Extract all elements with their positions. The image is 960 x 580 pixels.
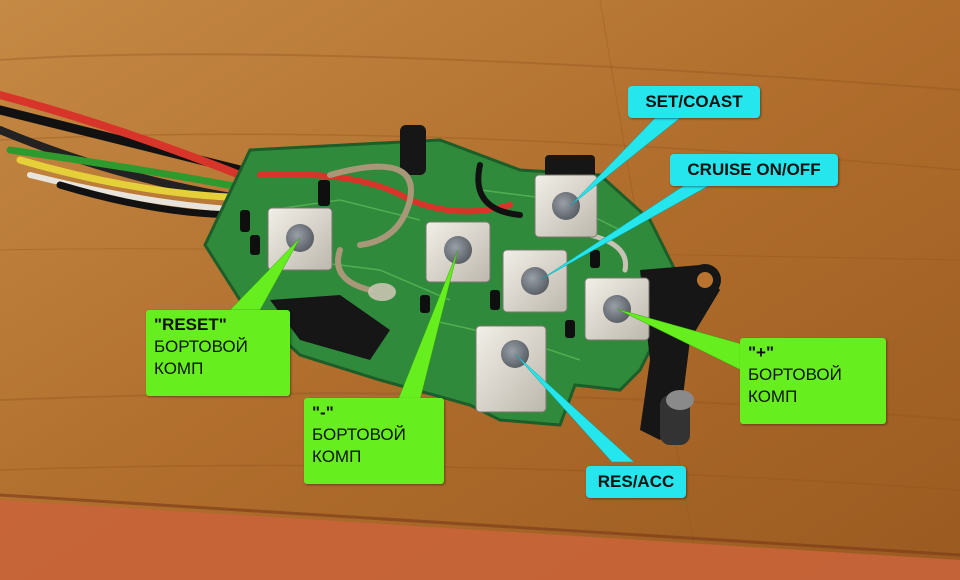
label-minus-line3: КОМП [312, 447, 362, 466]
label-reset-line2: БОРТОВОЙ [154, 337, 248, 356]
label-reset: "RESET" БОРТОВОЙ КОМП [146, 310, 290, 396]
label-plus-title: "+" [748, 343, 775, 362]
label-set-coast: SET/COAST [628, 86, 760, 118]
table-edge-shadow [0, 493, 960, 557]
label-reset-title: "RESET" [154, 315, 227, 334]
switch-cruise-onoff [502, 249, 568, 313]
pointer-res-acc [514, 353, 635, 463]
pcb-pins [240, 180, 600, 338]
switch-minus [425, 221, 491, 283]
grey-post [666, 390, 694, 410]
callout-pointers [229, 117, 746, 463]
pointer-set-coast [569, 117, 681, 207]
label-minus: "-" БОРТОВОЙ КОМП [304, 398, 444, 484]
switch-set-coast [534, 174, 598, 238]
label-minus-line2: БОРТОВОЙ [312, 425, 406, 444]
label-res-acc: RES/ACC [586, 466, 686, 498]
board-wires [257, 162, 629, 293]
table-edge [0, 500, 960, 580]
switch-res-acc [475, 325, 547, 413]
label-cruise-onoff: CRUISE ON/OFF [670, 154, 838, 186]
label-reset-line3: КОМП [154, 359, 204, 378]
label-plus-line2: БОРТОВОЙ [748, 365, 842, 384]
label-plus: "+" БОРТОВОЙ КОМП [740, 338, 886, 424]
solder-joint [368, 283, 396, 301]
black-holder [270, 125, 721, 445]
label-minus-title: "-" [312, 403, 334, 422]
label-plus-line3: КОМП [748, 387, 798, 406]
